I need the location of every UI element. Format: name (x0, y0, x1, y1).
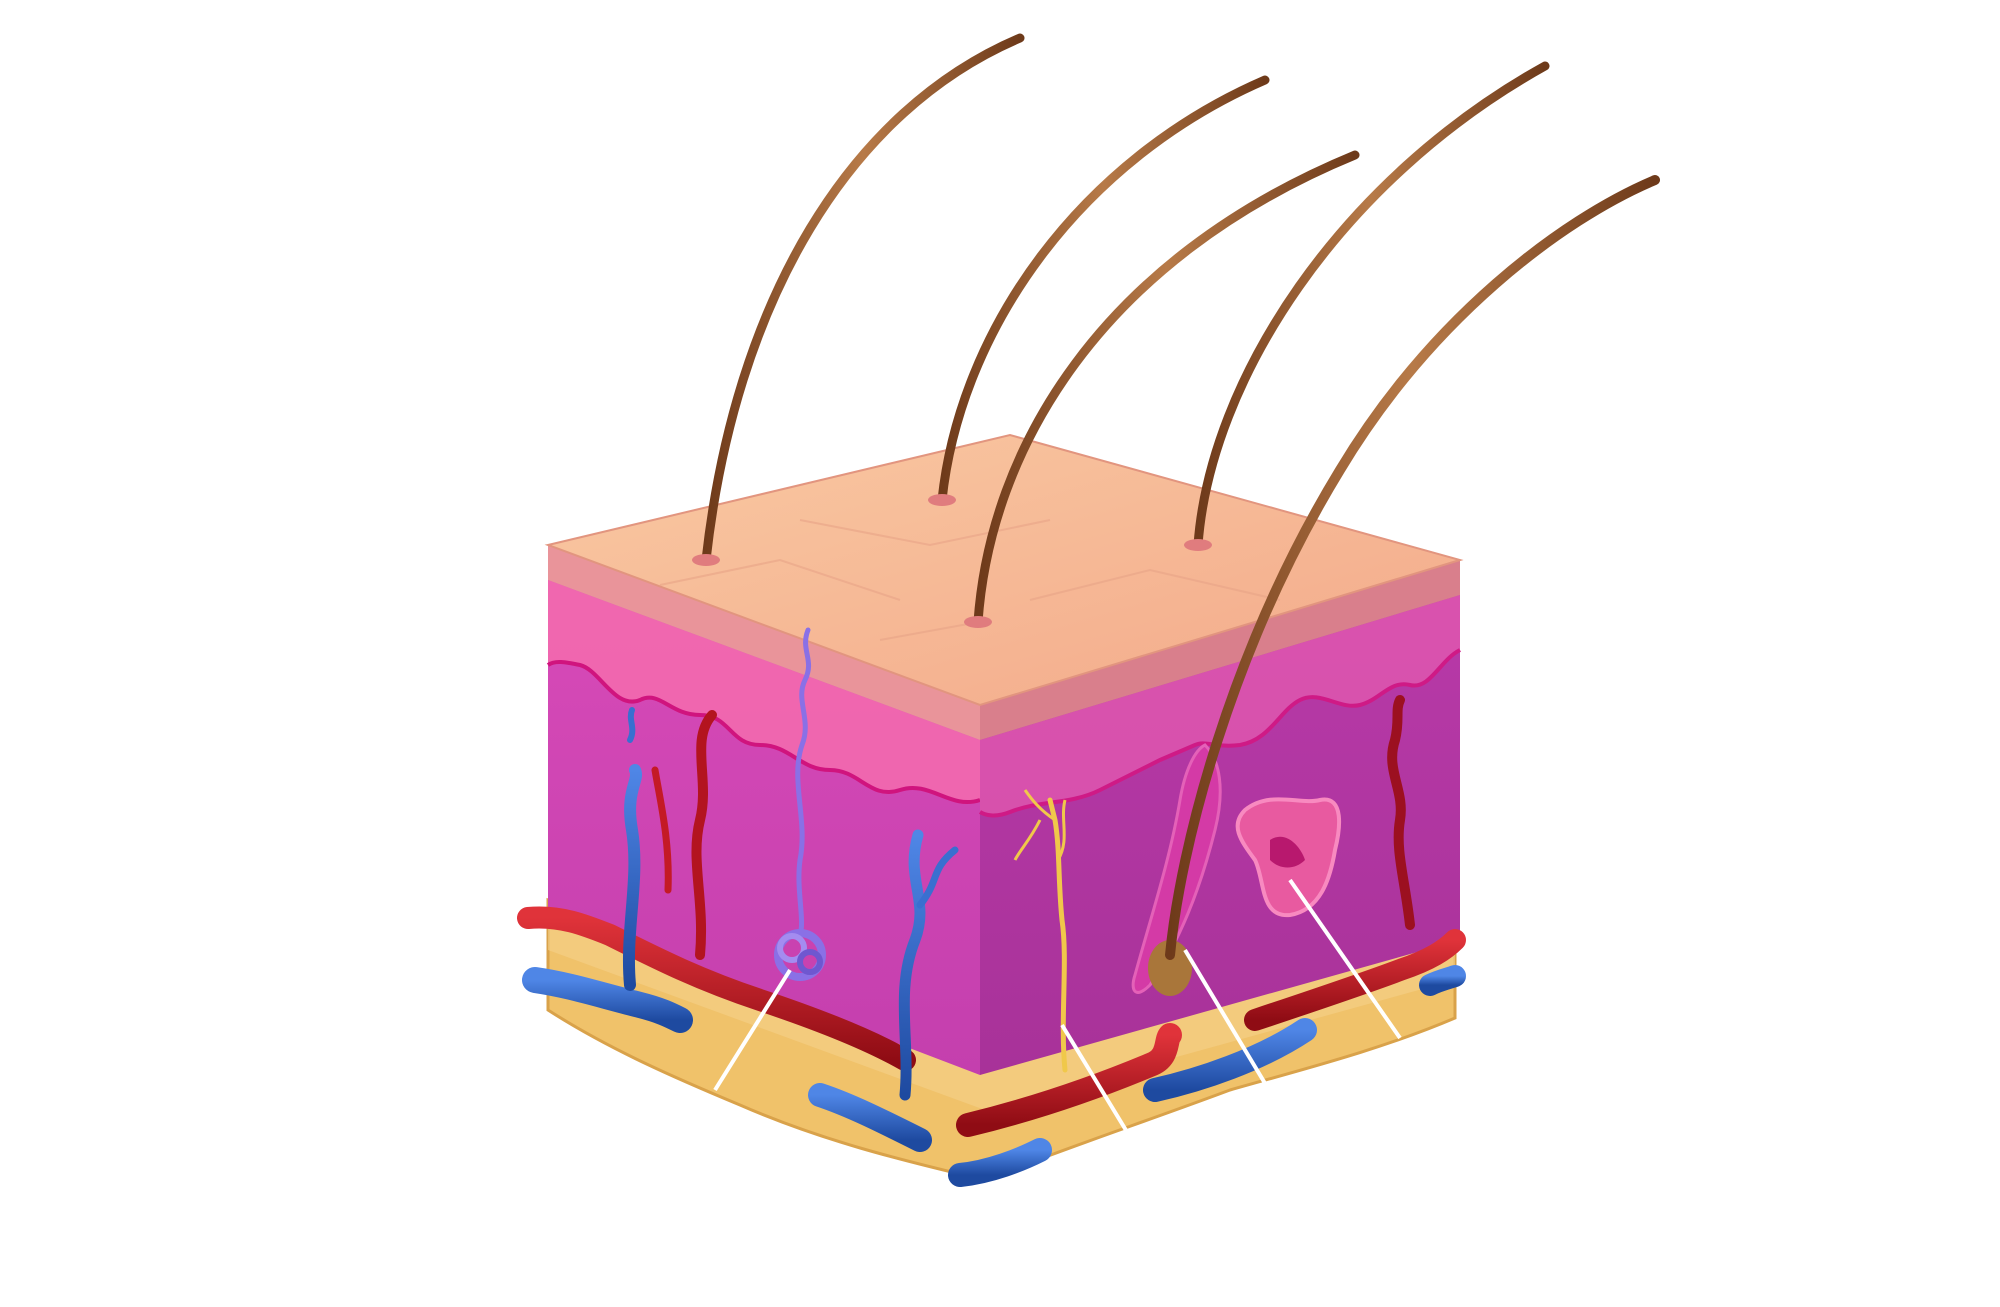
dermal-artery-2 (1387, 695, 1415, 930)
hair-pore-2 (928, 494, 956, 506)
hair-pore-3 (964, 616, 992, 628)
vein-right-end (1419, 965, 1466, 996)
sweat-duct (795, 627, 812, 938)
hair-pore-4 (1184, 539, 1212, 551)
vein-front (948, 1138, 1052, 1187)
dermal-artery-1-branch (651, 766, 672, 894)
nerve-branch-1 (1023, 789, 1056, 822)
papillary-layer-right (980, 595, 1460, 816)
sweat-gland-coil-inner (777, 933, 807, 963)
artery-left (517, 906, 916, 1071)
skin-surface-creases (659, 519, 1281, 641)
sweat-gland-coil (774, 929, 826, 981)
sebaceous-gland (1235, 797, 1342, 918)
artery-front (956, 1023, 1182, 1137)
sweat-gland (774, 627, 826, 981)
hair-bulb (1148, 940, 1192, 996)
epidermis-right-edge (980, 560, 1460, 740)
leader-lines (713, 878, 1402, 1152)
nerve-fibers (1013, 789, 1068, 1073)
hair-shaft-4 (1193, 61, 1550, 550)
dermal-vein-2 (898, 829, 926, 1101)
leader-line-sebaceous-gland (1288, 878, 1402, 1040)
hair-shaft-5 (1165, 175, 1660, 960)
leader-line-nerve (1060, 1023, 1140, 1152)
nerve-branch-2 (1056, 799, 1067, 861)
sebaceous-gland-lumen (1270, 836, 1305, 868)
subcutaneous-vessels (517, 906, 1466, 1187)
hair-shaft-2 (937, 75, 1270, 505)
dermal-epidermal-junction-right (978, 648, 1462, 818)
leader-line-hair-follicle (1183, 948, 1277, 1102)
dermal-vein-2-branch (916, 846, 959, 909)
epidermis (544, 433, 1464, 740)
vein-right (1143, 1018, 1317, 1102)
dermal-vein-1 (622, 764, 642, 991)
dermal-vein-3 (627, 707, 636, 743)
epidermis-top-surface (544, 433, 1464, 707)
hair-pore-1 (692, 554, 720, 566)
vein-left-front (808, 1083, 932, 1152)
hair-shaft-1 (701, 33, 1025, 565)
leader-line-sweat-gland (713, 968, 792, 1092)
hair-shaft-3 (973, 150, 1360, 627)
dermal-artery-1 (691, 710, 717, 960)
hair-shafts (692, 33, 1660, 960)
vein-left (522, 967, 693, 1033)
sweat-gland-coil-inner-2 (797, 949, 823, 975)
dermal-epidermal-junction-left (546, 660, 981, 804)
papillary-layer-left (548, 580, 980, 803)
dermal-vessels (622, 695, 1415, 1101)
nerve-trunk (1047, 797, 1068, 1073)
artery-right (1244, 929, 1466, 1031)
nerve-branch-3 (1013, 819, 1042, 861)
epidermis-left-edge (548, 545, 980, 740)
